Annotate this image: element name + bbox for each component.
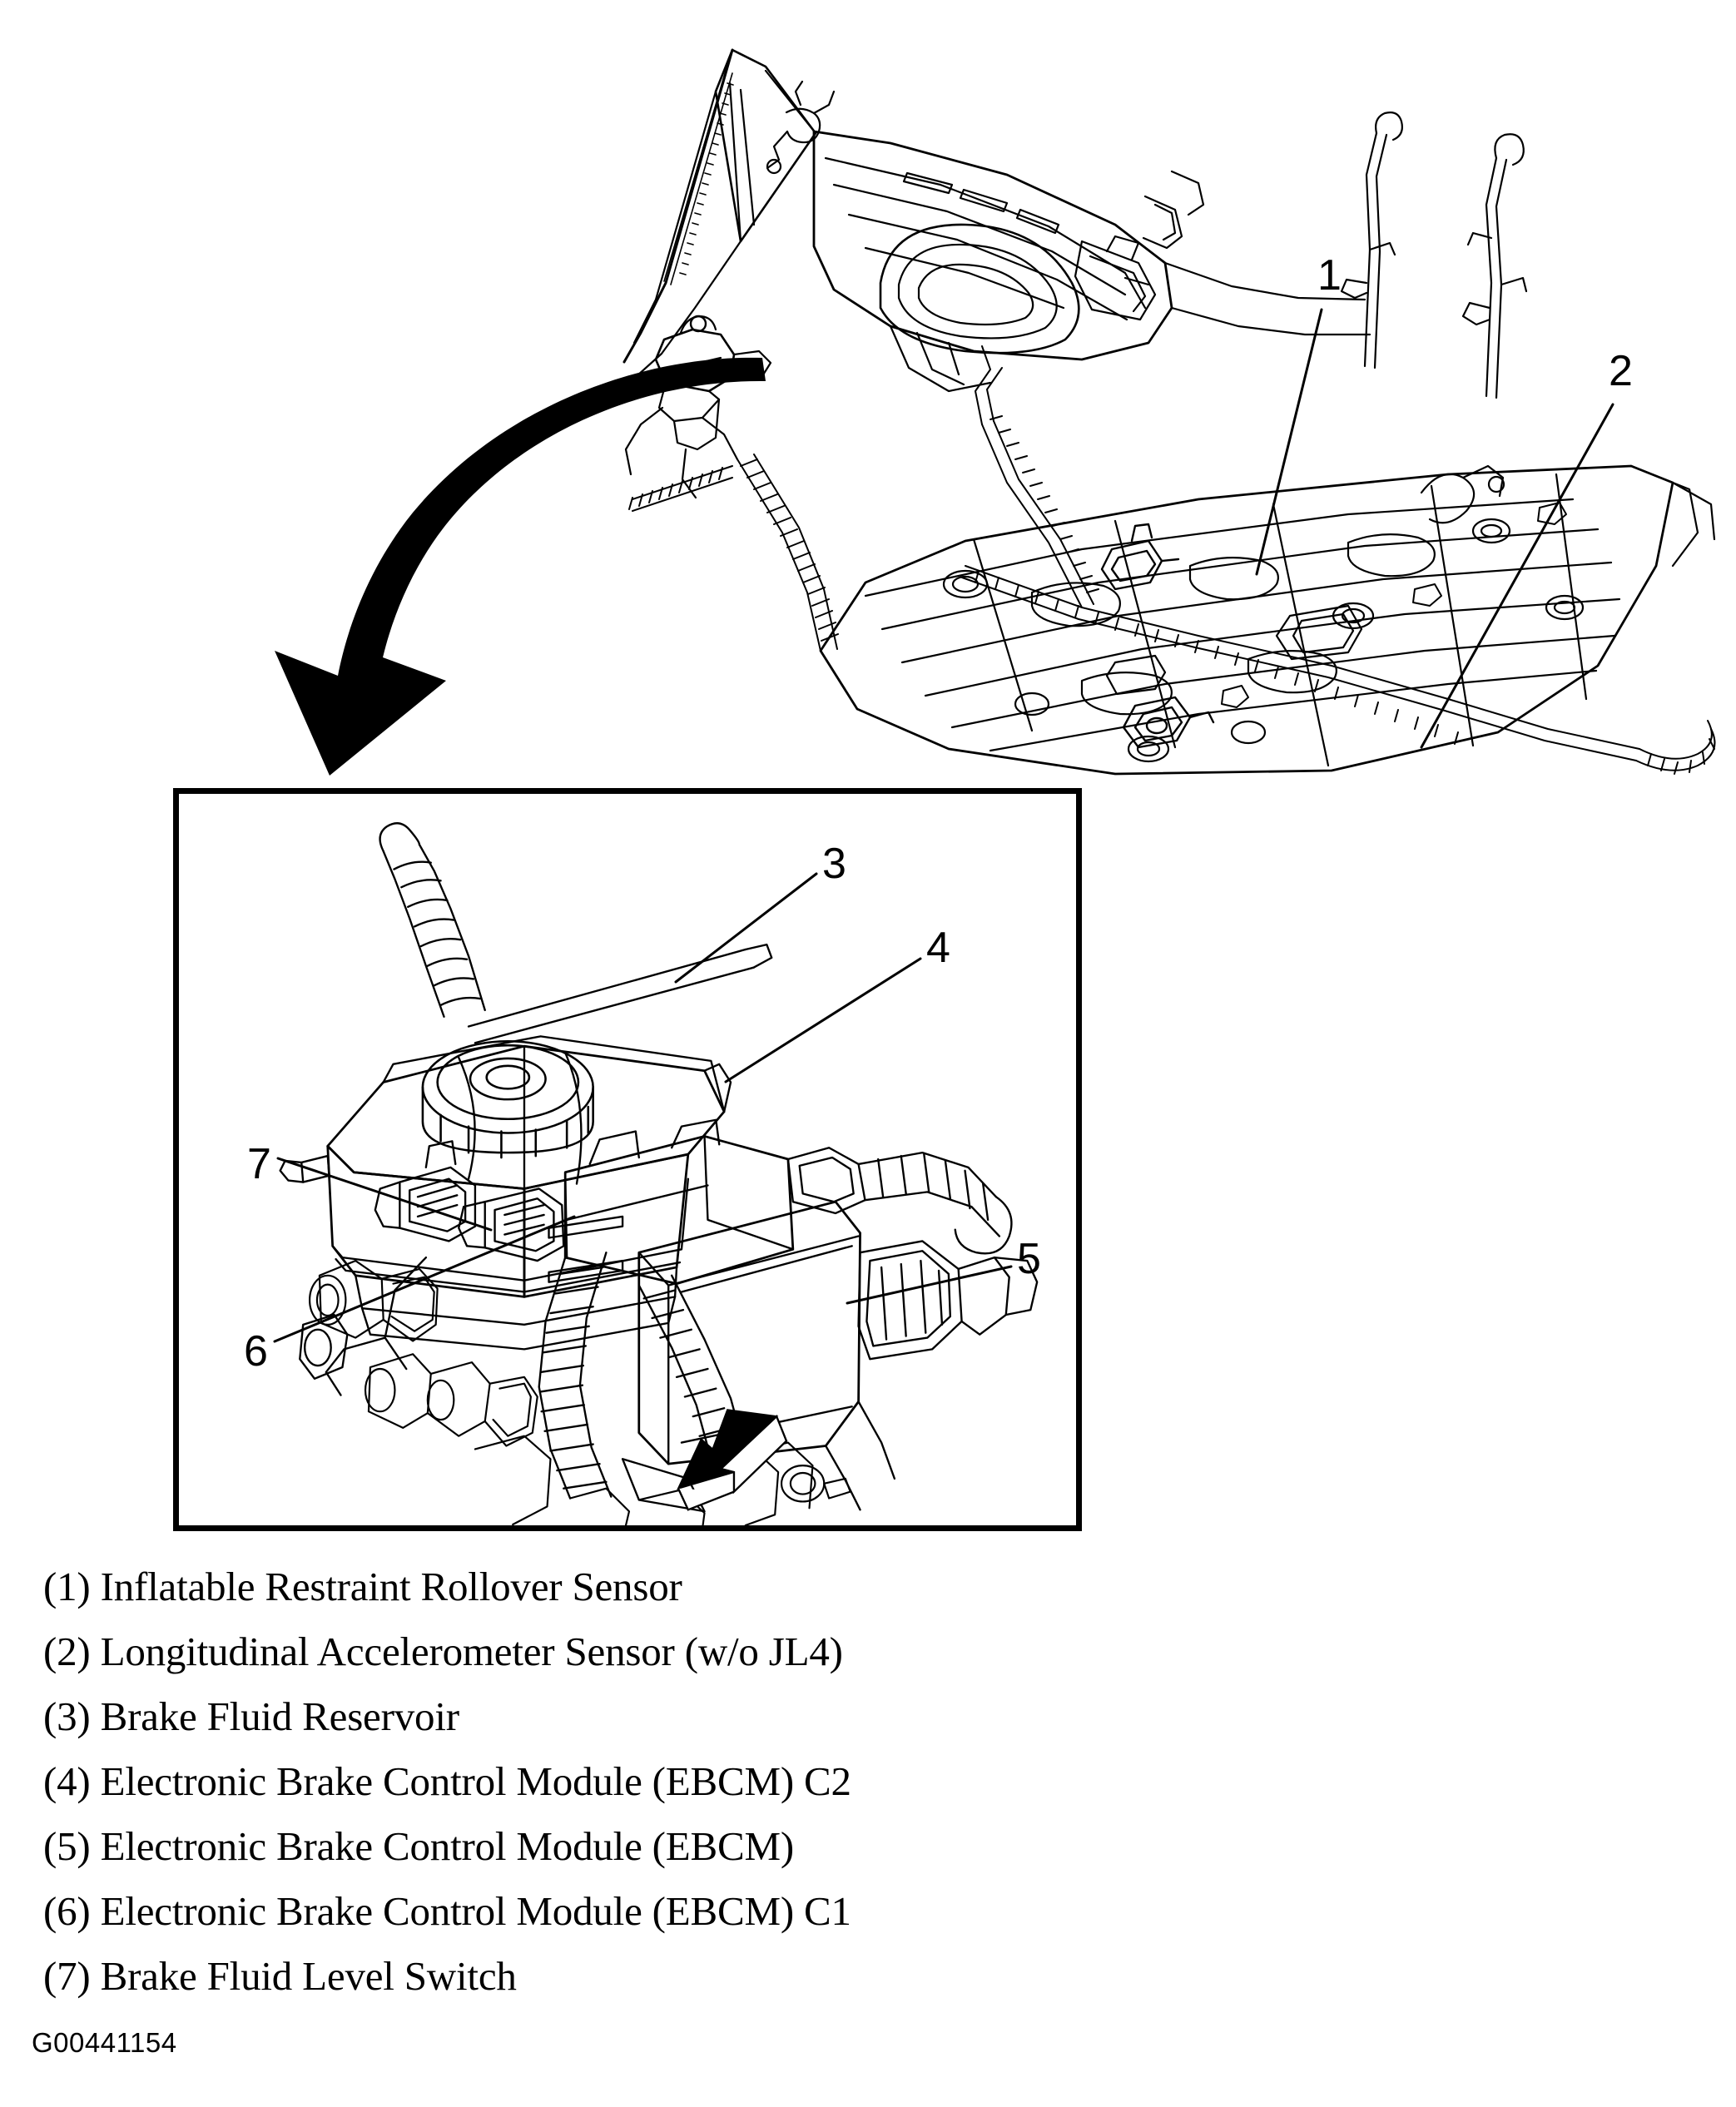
legend-item-7: (7) Brake Fluid Level Switch xyxy=(43,1953,517,1999)
legend-item-2: (2) Longitudinal Accelerometer Sensor (w… xyxy=(43,1629,843,1674)
detail-zoom-arrow xyxy=(250,350,766,782)
legend-item-4: (4) Electronic Brake Control Module (EBC… xyxy=(43,1758,851,1804)
callout-number-2: 2 xyxy=(1609,347,1633,395)
legend-item-1: (1) Inflatable Restraint Rollover Sensor xyxy=(43,1564,682,1609)
brake-module-illustration xyxy=(179,794,1076,1527)
callout-number-6: 6 xyxy=(244,1327,268,1376)
callout-number-5: 5 xyxy=(1017,1235,1041,1283)
figure-id-label: G00441154 xyxy=(32,2027,177,2058)
legend-item-5: (5) Electronic Brake Control Module (EBC… xyxy=(43,1823,794,1869)
component-legend-list: (1) Inflatable Restraint Rollover Sensor… xyxy=(43,1554,1292,2009)
orientation-arrow xyxy=(677,1409,788,1511)
callout-number-3: 3 xyxy=(822,840,846,888)
callout-number-7: 7 xyxy=(247,1140,271,1188)
detail-view-box xyxy=(173,788,1082,1531)
callout-number-4: 4 xyxy=(926,924,950,972)
callout-number-1: 1 xyxy=(1317,251,1342,300)
legend-item-6: (6) Electronic Brake Control Module (EBC… xyxy=(43,1888,851,1934)
vehicle-body-illustration xyxy=(616,33,1716,816)
legend-item-3: (3) Brake Fluid Reservoir xyxy=(43,1693,459,1739)
